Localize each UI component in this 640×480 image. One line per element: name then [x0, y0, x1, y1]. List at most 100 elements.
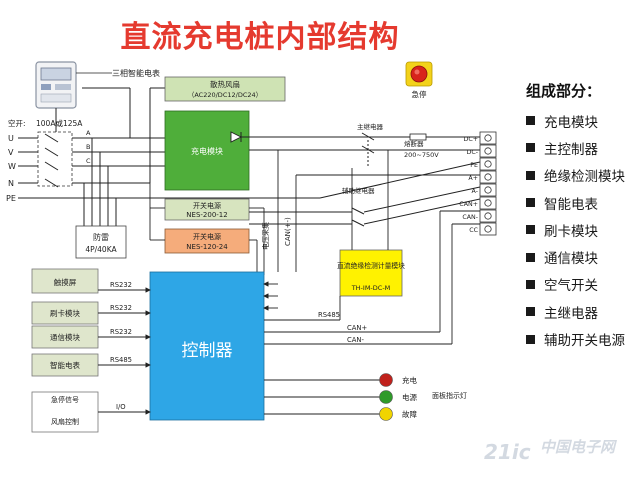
legend-item-label: 充电模块 — [544, 114, 598, 131]
terminal-label: CAN- — [462, 214, 478, 221]
legend-item: 刷卡模块 — [520, 216, 640, 243]
terminal-label: DC+ — [463, 136, 478, 143]
indicator-light-label: 充电 — [402, 375, 417, 385]
terminal-block: DC+ DC- PE A+ A- CAN+ CAN- CC — [459, 131, 497, 236]
panel-lights-label: 面板指示灯 — [432, 391, 467, 400]
legend-item-label: 辅助开关电源 — [544, 333, 625, 350]
indicator-light-label: 电源 — [402, 392, 417, 402]
phase-label-w: W — [8, 162, 16, 171]
phase-label-b: B — [86, 143, 90, 151]
psu1-box — [164, 198, 250, 221]
terminal-label: A- — [472, 188, 478, 195]
terminal-dc: DC+ — [463, 131, 497, 145]
comm-module-label: 通信模块 — [50, 332, 80, 342]
breaker-label: 空开: — [8, 118, 26, 128]
controller-input-arrows — [263, 281, 278, 311]
estop-icon — [405, 61, 433, 87]
estop-fan-box — [31, 391, 99, 433]
legend-item-label: 主控制器 — [544, 141, 598, 158]
terminal-a: A+ — [468, 170, 497, 184]
rs232-card-label: RS232 — [110, 304, 132, 312]
bullet-square-icon — [526, 143, 535, 153]
controller-label: 控制器 — [182, 341, 233, 361]
terminal-can: CAN- — [462, 209, 497, 223]
rs485-meter-label: RS485 — [110, 356, 132, 364]
terminal-cc: CC — [469, 222, 497, 236]
terminal-label: PE — [470, 162, 478, 169]
controller-box — [149, 271, 265, 421]
legend-list: 充电模块主控制器绝缘检测模块智能电表刷卡模块通信模块空气开关主继电器辅助开关电源 — [520, 107, 640, 353]
phase-label-pe: PE — [6, 194, 16, 203]
terminal-label: CC — [469, 227, 478, 234]
phase-label-c: C — [86, 157, 91, 165]
legend-item: 主控制器 — [520, 134, 640, 161]
fuse-spec: 200~750V — [404, 151, 439, 159]
phase-label-a: A — [86, 129, 91, 137]
bullet-square-icon — [526, 279, 535, 289]
legend-item-label: 通信模块 — [544, 251, 598, 268]
legend-item-label: 刷卡模块 — [544, 223, 598, 240]
legend-item: 通信模块 — [520, 243, 640, 270]
fan-spec: （AC220/DC12/DC24） — [188, 91, 262, 99]
touchscreen-label: 触摸屏 — [54, 277, 77, 287]
phase-label-n: N — [8, 179, 14, 188]
indicator-light-2 — [379, 407, 393, 421]
insulation-label: 直流绝缘检测计量模块 — [337, 261, 405, 270]
surge-spec: 4P/40KA — [85, 245, 117, 254]
legend-item-label: 智能电表 — [544, 196, 598, 213]
fan-box — [164, 76, 286, 102]
can-plus-label: CAN+ — [347, 324, 367, 332]
phase-label-v: V — [8, 148, 14, 157]
fuse-label: 熔断器 — [404, 139, 424, 148]
legend-item: 辅助开关电源 — [520, 325, 640, 352]
indicator-light-0 — [379, 373, 393, 387]
diode-icon — [230, 131, 243, 143]
card-module-label: 刷卡模块 — [50, 308, 80, 318]
legend-item-label: 主继电器 — [544, 305, 598, 322]
surge-label: 防雷 — [93, 232, 109, 242]
voltage-sample-label: 电压采集 — [261, 222, 270, 250]
terminal-label: A+ — [468, 175, 478, 182]
estop-signal-label: 急停信号 — [51, 395, 79, 404]
terminal-label: CAN+ — [459, 201, 478, 208]
legend-item: 空气开关 — [520, 271, 640, 298]
bullet-square-icon — [526, 307, 535, 317]
breaker-spec: 100A或125A — [36, 118, 83, 128]
legend: 组成部分： 充电模块主控制器绝缘检测模块智能电表刷卡模块通信模块空气开关主继电器… — [520, 80, 640, 353]
bullet-square-icon — [526, 334, 535, 344]
page-title: 直流充电桩内部结构 — [120, 20, 400, 55]
bullet-square-icon — [526, 225, 535, 235]
bullet-square-icon — [526, 252, 535, 262]
psu1-label: 开关电源 — [193, 201, 221, 210]
psu1-model: NES-200-12 — [186, 211, 227, 219]
rs485-insulation-label: RS485 — [318, 311, 340, 319]
smart-meter-label: 智能电表 — [50, 360, 80, 370]
watermark: 21ic 中国电子网 — [470, 432, 640, 474]
terminal-label: DC- — [466, 149, 478, 156]
fan-label: 散热风扇 — [210, 79, 240, 89]
io-label: I/O — [116, 403, 126, 411]
terminal-pe: PE — [470, 157, 497, 171]
can-minus-label: CAN- — [347, 336, 364, 344]
charge-module-label: 充电模块 — [191, 146, 223, 156]
surge-protector-box — [75, 225, 127, 259]
legend-item: 充电模块 — [520, 107, 640, 134]
psu2-model: NES-120-24 — [186, 243, 228, 251]
meter-label: 三相智能电表 — [112, 68, 160, 78]
phase-lines — [18, 87, 320, 226]
rs232-touch-label: RS232 — [110, 281, 132, 289]
bullet-square-icon — [526, 116, 535, 126]
bullet-square-icon — [526, 170, 535, 180]
legend-item: 主继电器 — [520, 298, 640, 325]
legend-title: 组成部分： — [526, 82, 602, 100]
insulation-module-box — [339, 249, 403, 297]
touchscreen-box — [31, 268, 99, 294]
main-relay-label: 主继电器 — [357, 122, 384, 131]
legend-item-label: 空气开关 — [544, 278, 598, 295]
legend-item: 绝缘检测模块 — [520, 162, 640, 189]
watermark-text-1: 21ic — [484, 440, 531, 464]
legend-item: 智能电表 — [520, 189, 640, 216]
